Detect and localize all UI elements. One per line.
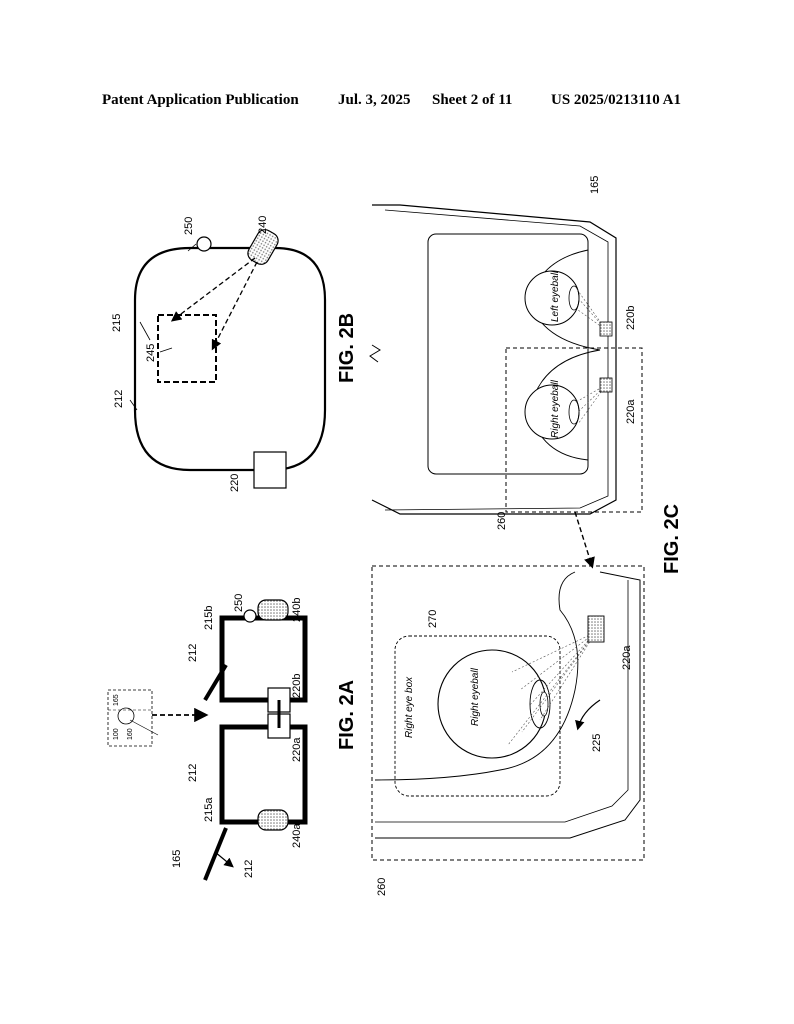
label-245-2b: 245	[145, 344, 157, 362]
fig-2b-title: FIG. 2B	[336, 313, 358, 383]
projection-area	[157, 314, 217, 383]
detail-box-260-top	[505, 347, 643, 513]
patent-number: US 2025/0213110 A1	[551, 92, 682, 108]
label-220a-detail: 220a	[621, 645, 633, 670]
label-165-2c: 165	[589, 176, 601, 194]
fig-2a: 165 100 160 215b 250 240b 212 220b 220a …	[107, 594, 358, 881]
leader-250	[187, 243, 197, 252]
sensor-220a-top	[599, 377, 613, 393]
detail-arrow	[574, 511, 595, 569]
headset-outline	[371, 204, 617, 515]
sensor-2b	[253, 451, 287, 489]
label-215a: 215a	[203, 797, 215, 822]
detail-pupil	[539, 691, 549, 717]
detail-box-260	[371, 565, 645, 861]
inset-label-160: 160	[127, 728, 134, 740]
label-220-2b: 220	[229, 474, 241, 492]
right-eye-box-label: Right eye box	[404, 676, 415, 738]
left-iris	[568, 285, 580, 311]
inset-box	[107, 689, 153, 747]
inset-head	[117, 707, 135, 725]
fig-2a-title: FIG. 2A	[336, 680, 358, 750]
face-window	[427, 233, 589, 475]
fig-2c-top: 165 Left eyeball Right eyeball 220b 220a…	[369, 176, 643, 569]
light-source-2b	[196, 236, 212, 252]
display-projector-2b	[247, 229, 279, 265]
temple-b	[203, 663, 228, 702]
label-260-detail: 260	[376, 878, 388, 896]
temple-a	[203, 827, 228, 881]
inset-label-165: 165	[113, 694, 120, 706]
headset-inner	[384, 209, 609, 511]
label-212-b: 212	[187, 644, 199, 662]
beam-line-1	[170, 257, 256, 322]
label-240-2b: 240	[257, 216, 269, 234]
inset-line	[129, 719, 159, 736]
detail-face	[374, 571, 579, 781]
label-215-2b: 215	[111, 314, 123, 332]
left-eye-label: Left eyeball	[550, 270, 561, 322]
sensor-220b-top	[599, 321, 613, 337]
label-212-a: 212	[187, 764, 199, 782]
publication-date: Jul. 3, 2025	[338, 92, 411, 108]
right-iris	[568, 399, 580, 425]
label-220b: 220b	[291, 674, 303, 698]
label-220a: 220a	[291, 737, 303, 762]
fig-2b: 250 240 215 245 212 220 FIG. 2B	[111, 216, 358, 492]
label-250-2b: 250	[183, 217, 195, 235]
fig-2c-title: FIG. 2C	[661, 504, 683, 574]
sheet-number: Sheet 2 of 11	[432, 92, 513, 108]
label-165-2a: 165	[171, 850, 183, 868]
sensor-220a-detail	[587, 615, 605, 643]
break-mark	[369, 344, 381, 363]
label-250-2a: 250	[233, 594, 245, 612]
sensor-rays-detail	[507, 631, 597, 746]
label-240a: 240a	[291, 823, 303, 848]
right-eyeball-detail-label: Right eyeball	[470, 667, 481, 726]
publication-type: Patent Application Publication	[102, 92, 299, 108]
arrow-225	[575, 699, 601, 731]
inset-label-100: 100	[113, 728, 120, 740]
right-eye-label: Right eyeball	[550, 379, 561, 438]
label-225: 225	[591, 734, 603, 752]
beam-line-2	[211, 261, 258, 351]
display-240b	[257, 599, 289, 621]
label-270: 270	[427, 610, 439, 628]
label-215b: 215b	[203, 606, 215, 630]
lens-outline-2b	[133, 246, 327, 472]
label-240b: 240b	[291, 598, 303, 622]
eye-box-270	[394, 635, 561, 797]
arrow-165	[214, 851, 234, 868]
fig-2c-detail: 270 Right eye box Right eyeball 220a 225…	[371, 504, 683, 896]
label-212-2b: 212	[113, 390, 125, 408]
label-260-top: 260	[496, 512, 508, 530]
leader-212	[129, 399, 138, 411]
sensor-rays-top	[575, 287, 607, 425]
leader-245	[159, 347, 173, 353]
label-220b-top: 220b	[625, 306, 637, 330]
display-240a	[257, 809, 289, 831]
light-250-2a	[243, 609, 257, 623]
label-220a-top: 220a	[625, 399, 637, 424]
page-header: Patent Application Publication Jul. 3, 2…	[0, 92, 794, 114]
leader-215	[139, 321, 151, 341]
label-212-temple: 212	[243, 860, 255, 878]
detail-headset-inner	[375, 580, 629, 823]
detail-headset	[375, 571, 641, 839]
